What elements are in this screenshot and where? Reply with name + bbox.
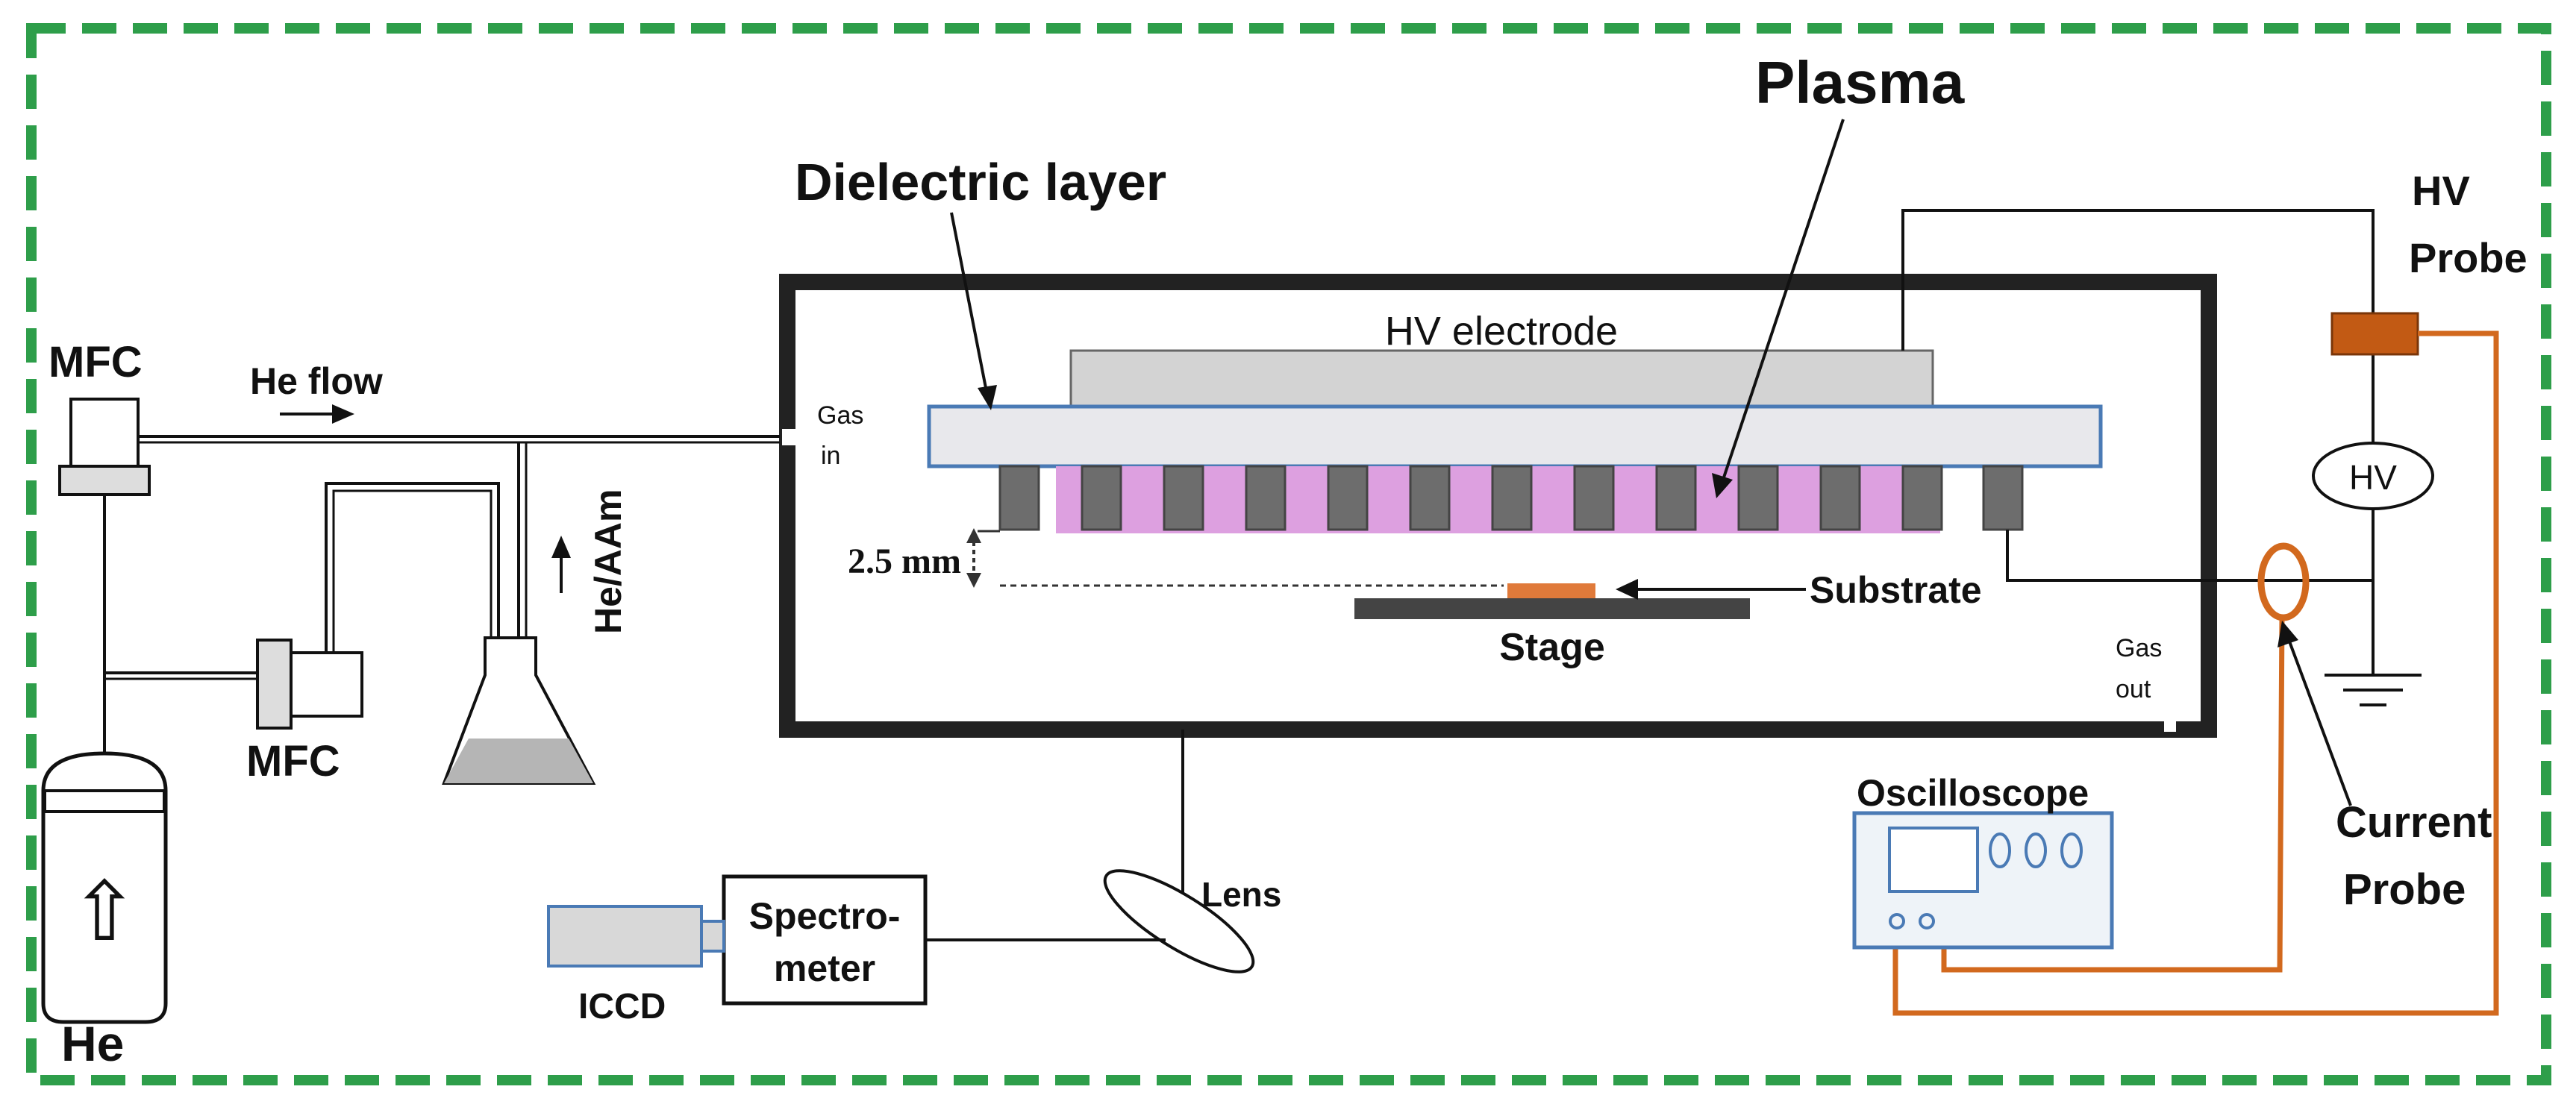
dashed-border bbox=[26, 23, 2551, 1085]
mfc-top-label: MFC bbox=[49, 338, 143, 386]
he-cylinder bbox=[41, 751, 168, 1024]
ground-electrode-block bbox=[1327, 465, 1369, 531]
substrate bbox=[1507, 583, 1595, 598]
hv-source bbox=[2312, 442, 2434, 510]
dielectric-pointer-head bbox=[978, 385, 997, 410]
iccd bbox=[547, 905, 703, 968]
he-flow-arrow-head bbox=[332, 404, 354, 424]
gas-out-label-2: out bbox=[2116, 675, 2151, 703]
dielectric-layer bbox=[927, 404, 2103, 468]
gas-in-label-2: in bbox=[821, 442, 840, 470]
he-aam-label: He/AAm bbox=[587, 489, 629, 634]
lens-label: Lens bbox=[1201, 875, 1281, 914]
spectrometer-label: Spectro- bbox=[749, 895, 901, 937]
hv-probe-label-2: Probe bbox=[2409, 234, 2527, 281]
stage bbox=[1354, 598, 1750, 619]
stage-label: Stage bbox=[1499, 626, 1605, 669]
substrate-label: Substrate bbox=[1810, 569, 1982, 611]
bubbler-inlet-line-2 bbox=[332, 489, 493, 772]
gas-out-line1: Gas bbox=[2116, 634, 2162, 662]
ground-return-wire bbox=[2006, 530, 2373, 582]
iccd-connector bbox=[700, 920, 725, 953]
dielectric-layer-label: Dielectric layer bbox=[795, 153, 1166, 211]
ground-electrode-block bbox=[1819, 465, 1861, 531]
he-cylinder-label: He bbox=[61, 1016, 124, 1071]
ground-electrode-block bbox=[1573, 465, 1615, 531]
current-probe bbox=[2257, 542, 2310, 621]
current-probe-pointer-head bbox=[2278, 621, 2298, 648]
oscilloscope-screen bbox=[1888, 827, 1979, 893]
ground-electrode-block bbox=[1982, 465, 2024, 531]
hv-probe-cable bbox=[1892, 330, 2499, 1016]
current-probe-label: Current bbox=[2336, 798, 2492, 847]
spectrometer-label-2: meter bbox=[774, 947, 875, 989]
gap-label: 2.5 mm bbox=[848, 542, 961, 581]
hv-probe-label: HV bbox=[2412, 167, 2470, 214]
mfc-bottom bbox=[290, 651, 363, 718]
plasma-label: Plasma bbox=[1755, 49, 1965, 116]
iccd-label: ICCD bbox=[578, 987, 666, 1026]
gas-in-port bbox=[782, 429, 795, 445]
gap-arrow-head-top bbox=[966, 528, 981, 543]
gas-out-port bbox=[2164, 712, 2176, 732]
gas-out-line2: out bbox=[2116, 675, 2151, 703]
bubbler-inlet-line bbox=[325, 482, 500, 772]
ground-electrode-block bbox=[1163, 465, 1204, 531]
hv-electrode bbox=[1069, 349, 1934, 416]
mfc-top-base bbox=[58, 465, 151, 496]
mfc-top bbox=[69, 398, 140, 468]
gas-in-line1: Gas bbox=[817, 401, 863, 430]
current-probe-cable bbox=[1941, 615, 2285, 973]
lens bbox=[1103, 869, 1255, 973]
hv-wire bbox=[1901, 209, 2375, 351]
substrate-arrow-head bbox=[1616, 579, 1638, 600]
gas-out-label: Gas bbox=[2116, 634, 2162, 662]
current-probe-pointer bbox=[2288, 641, 2352, 806]
ground-electrode-block bbox=[1491, 465, 1533, 531]
hv-probe bbox=[2330, 312, 2419, 356]
ground-electrode-block bbox=[1737, 465, 1779, 531]
spectrometer bbox=[722, 874, 928, 1006]
ground-electrode-block bbox=[1081, 465, 1122, 531]
ground-electrode-block bbox=[1245, 465, 1287, 531]
gas-in-line2: in bbox=[821, 442, 840, 470]
ground-electrode-block bbox=[998, 465, 1040, 531]
dielectric-pointer bbox=[950, 212, 988, 392]
ground-electrode-block bbox=[1901, 465, 1943, 531]
ground-electrodes bbox=[998, 465, 2024, 531]
ground-electrode-block bbox=[1655, 465, 1697, 531]
hv-electrode-label: HV electrode bbox=[1385, 309, 1618, 354]
oscilloscope-label: Oscilloscope bbox=[1857, 772, 2089, 814]
hv-source-label: HV bbox=[2349, 458, 2397, 497]
he-flow-label: He flow bbox=[250, 360, 383, 402]
current-probe-label-2: Probe bbox=[2343, 865, 2466, 914]
plasma-pointer bbox=[1722, 119, 1845, 478]
ground-symbol bbox=[2325, 674, 2422, 706]
cylinder-arrow-icon: ⇧ bbox=[70, 866, 139, 958]
cylinder-cap-band bbox=[43, 789, 166, 813]
reactor-chamber bbox=[779, 274, 2217, 738]
gas-in-label: Gas bbox=[817, 401, 863, 430]
he-aam-arrow-head bbox=[551, 536, 571, 558]
oscilloscope-knobs bbox=[1889, 832, 2083, 929]
plasma-pointer-head bbox=[1712, 473, 1733, 498]
flask-liquid bbox=[444, 739, 593, 783]
mfc-bottom-base bbox=[256, 639, 293, 730]
gap-arrow-head-bottom bbox=[966, 573, 981, 588]
ground-electrode-block bbox=[1409, 465, 1451, 531]
mfc-bottom-label: MFC bbox=[246, 737, 340, 786]
